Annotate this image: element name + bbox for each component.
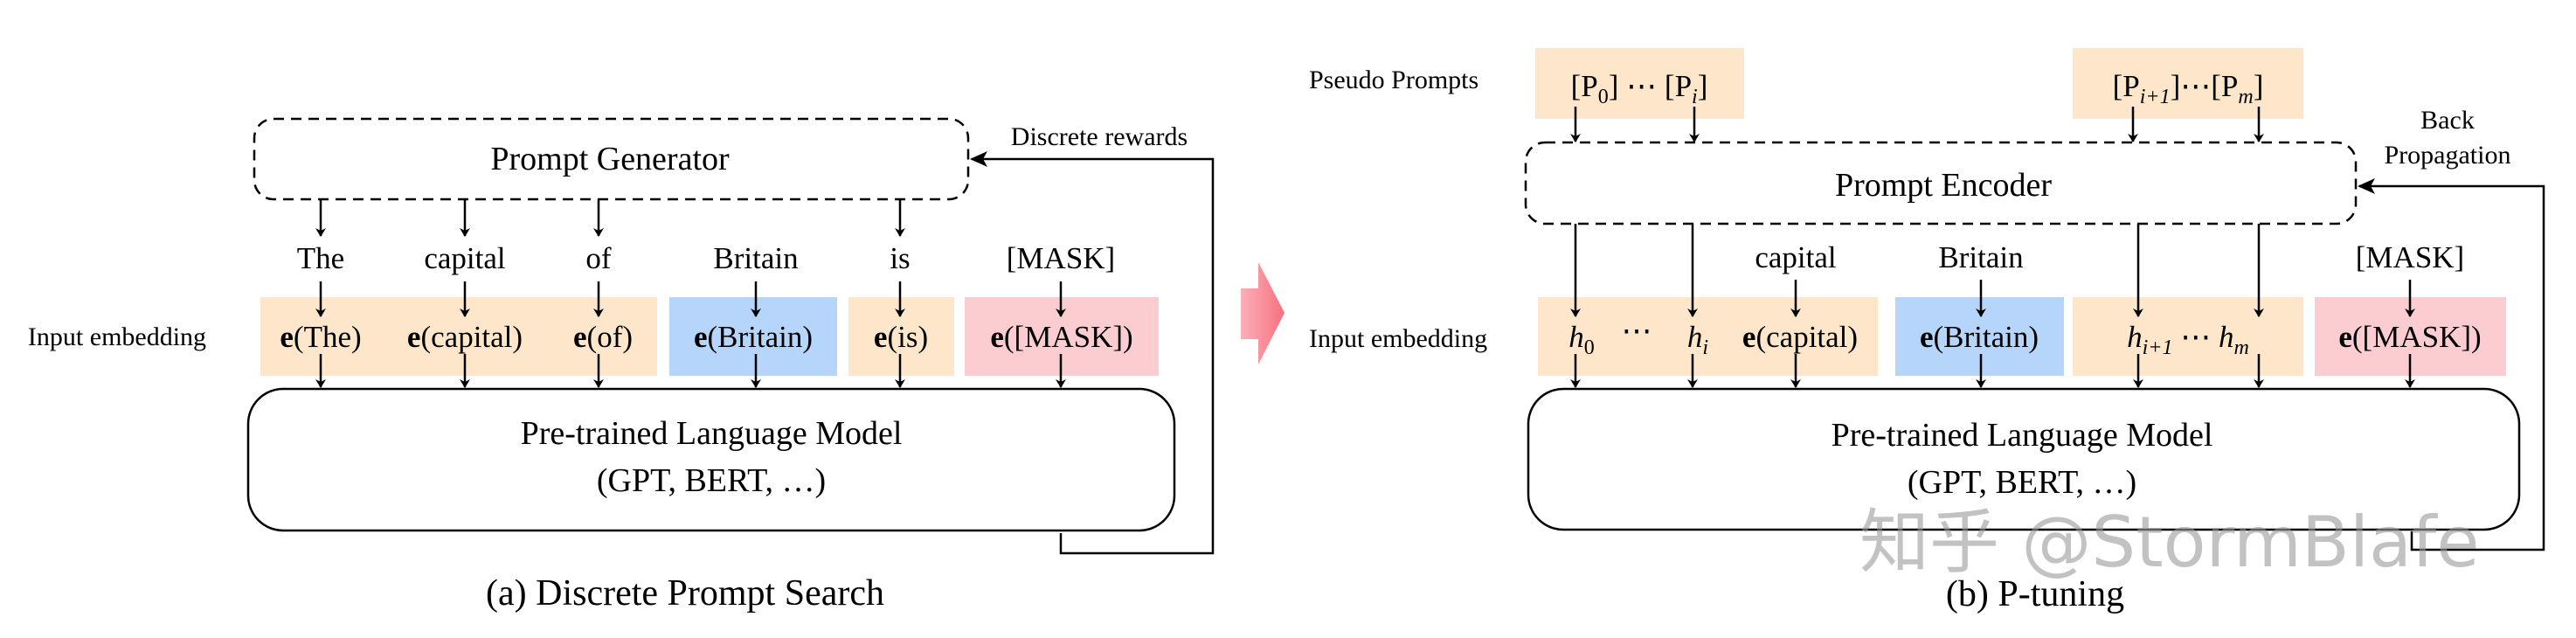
back-propagation-label: Propagation: [2385, 141, 2511, 170]
embedding-arrows: [1570, 224, 2415, 388]
lm-subtitle: (GPT, BERT, …): [597, 462, 826, 499]
prompt-embedding-box: [2073, 297, 2303, 376]
pseudo-prompts-label: Pseudo Prompts: [1309, 66, 1478, 94]
discrete-rewards-arrow: [970, 151, 1215, 555]
pseudo-prompt-tokens: [Pi+1]⋯[Pm]: [2113, 69, 2264, 108]
word-token: [MASK]: [1007, 241, 1115, 275]
lm-subtitle: (GPT, BERT, …): [1908, 464, 2136, 501]
prompt-encoder-box: [1524, 141, 2358, 225]
word-token: Britain: [713, 241, 798, 275]
input-embedding-label: Input embedding: [1309, 324, 1487, 353]
caption-a: (a) Discrete Prompt Search: [486, 573, 884, 614]
word-token: of: [585, 241, 612, 275]
word-token: capital: [424, 241, 506, 275]
ellipsis: ⋯: [1622, 314, 1652, 348]
pseudo-prompt-box: [1535, 48, 1744, 119]
embedding-token: e(is): [874, 320, 928, 354]
lm-title: Pre-trained Language Model: [521, 415, 903, 452]
embedding-token: e(Britain): [694, 320, 813, 354]
embedding-token: e(Britain): [1920, 320, 2039, 354]
pseudo-prompt-box: [2073, 48, 2303, 119]
word-token: Britain: [1938, 240, 2023, 274]
embedding-token: e([MASK]): [990, 320, 1132, 354]
language-model-box: [1527, 387, 2521, 531]
embedding-arrows: [315, 281, 1066, 388]
embedding-token: e([MASK]): [2338, 320, 2481, 354]
hidden-token: h0: [1568, 320, 1595, 359]
lm-title: Pre-trained Language Model: [1832, 417, 2213, 454]
caption-b: (b) P-tuning: [1946, 574, 2124, 614]
word-token: The: [297, 241, 344, 275]
transition-arrow-icon: [1241, 262, 1285, 364]
watermark: 知乎 @StormBlafe: [1859, 502, 2479, 583]
embedding-token: e(of): [573, 320, 633, 354]
prompt-arrows: [1570, 107, 2264, 142]
back-propagation-arrow: [2358, 178, 2545, 551]
hidden-token: hi: [1687, 320, 1708, 359]
pseudo-prompt-tokens: [P0] ⋯ [Pi]: [1571, 69, 1708, 108]
word-token: is: [890, 241, 910, 275]
prompt-generator-label: Prompt Generator: [490, 141, 730, 177]
discrete-rewards-label: Discrete rewards: [1011, 122, 1188, 151]
p-tuning-panel: Pseudo Prompts [P0] ⋯ [Pi] [Pi+1]⋯[Pm] P…: [1309, 48, 2545, 614]
discrete-prompt-search-panel: Prompt Generator Discrete rewards The ca…: [28, 117, 1215, 614]
prompt-generator-box: [253, 117, 970, 201]
prompt-encoder-label: Prompt Encoder: [1835, 167, 2052, 204]
prompt-embedding-box: [260, 297, 657, 376]
hidden-tokens: hi+1 ⋯ hm: [2127, 320, 2249, 359]
embedding-token: e(The): [280, 320, 361, 354]
word-token: capital: [1755, 240, 1837, 274]
input-embedding-label: Input embedding: [28, 322, 206, 351]
embedding-token: e(capital): [1742, 320, 1858, 354]
back-propagation-label: Back: [2420, 106, 2475, 135]
embedding-token: e(capital): [407, 320, 523, 354]
language-model-box: [246, 387, 1176, 532]
prompt-embedding-box: [1538, 297, 1878, 376]
word-token: [MASK]: [2356, 240, 2464, 274]
